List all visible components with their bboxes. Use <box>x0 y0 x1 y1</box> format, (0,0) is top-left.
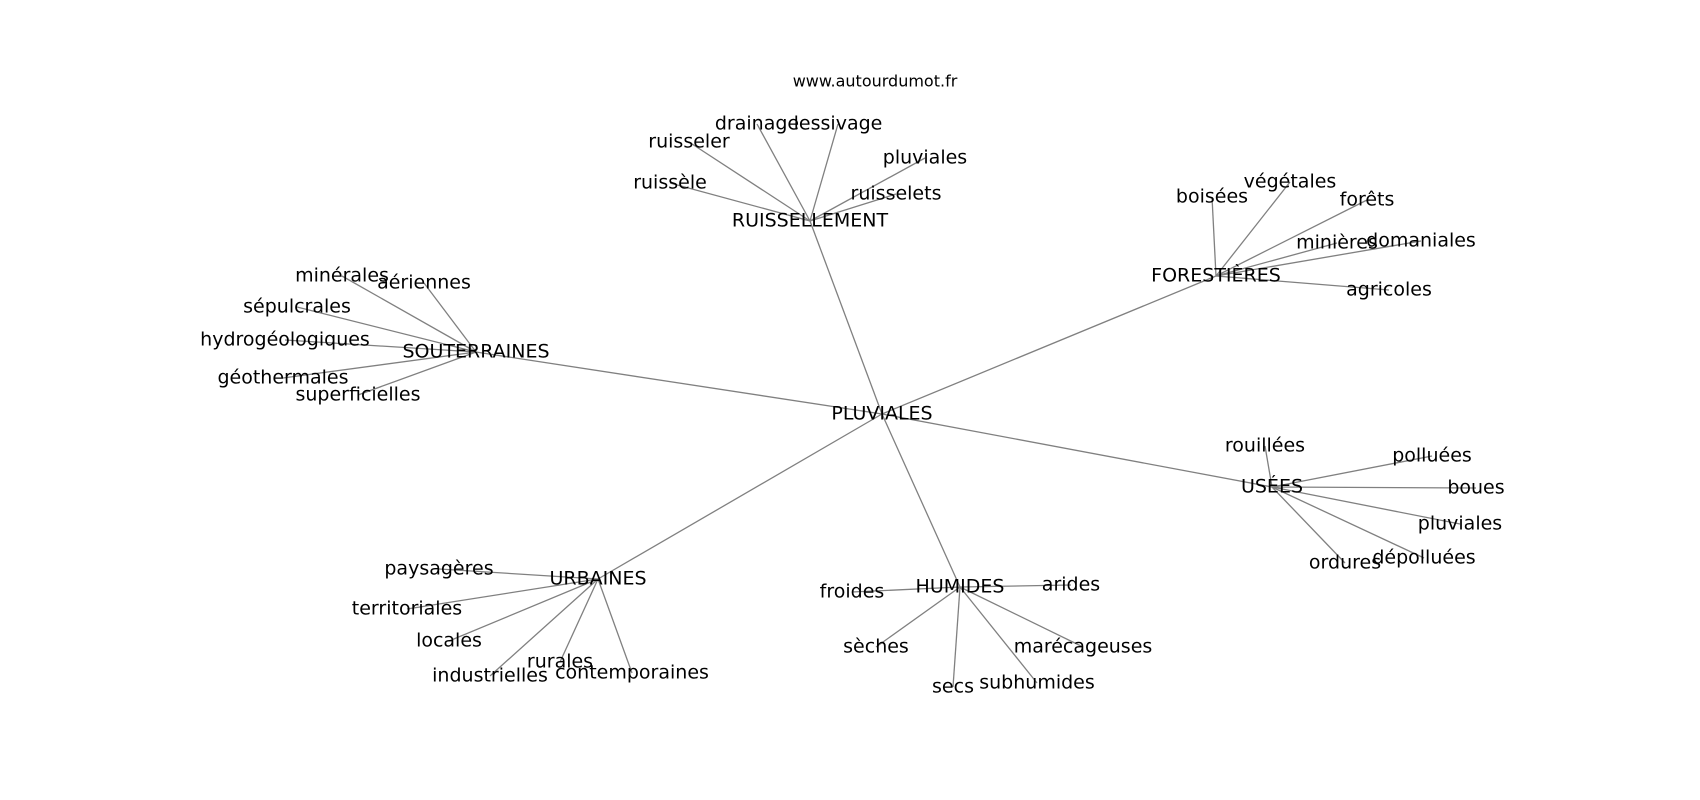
edge-hub-to-leaf <box>1215 275 1390 291</box>
leaf-node-label: superficielles <box>295 384 420 406</box>
edge-hub-to-leaf <box>1271 455 1433 488</box>
edge-hub-to-leaf <box>438 568 599 580</box>
leaf-node-label: ruisselets <box>851 183 942 205</box>
edge-hub-to-leaf <box>1215 242 1338 277</box>
edge-hub-to-leaf <box>357 351 477 396</box>
leaf-node-label: drainage <box>715 113 799 135</box>
leaf-node-label: géothermales <box>217 367 348 389</box>
leaf-node-label: paysagères <box>384 558 493 580</box>
leaf-node-label: aériennes <box>377 272 471 294</box>
leaf-node-label: arides <box>1042 574 1100 596</box>
edge-hub-to-leaf <box>296 306 477 353</box>
edge-hub-to-leaf <box>423 282 477 353</box>
edge-hub-to-leaf <box>875 586 961 648</box>
edge-hub-to-leaf <box>1271 486 1477 489</box>
edge-hub-to-leaf <box>756 123 811 222</box>
leaf-node-label: pluviales <box>1418 513 1502 535</box>
edge-center-to-hub <box>881 275 1217 415</box>
leaf-node-label: boisées <box>1176 186 1248 208</box>
edge-center-to-hub <box>881 413 1273 488</box>
leaf-node-label: lessivage <box>794 113 883 135</box>
edge-hub-to-leaf <box>597 578 633 674</box>
edge-center-to-hub <box>881 413 961 588</box>
edge-hub-to-leaf <box>1211 196 1217 277</box>
edge-hub-to-leaf <box>809 157 926 222</box>
leaf-node-label: contemporaines <box>555 662 709 684</box>
center-node-label: PLUVIALES <box>831 403 932 425</box>
edge-hub-to-leaf <box>406 578 599 610</box>
edge-center-to-hub <box>809 220 883 415</box>
edge-hub-to-leaf <box>1271 486 1425 559</box>
edge-hub-to-leaf <box>448 578 599 642</box>
edge-hub-to-leaf <box>959 586 1084 648</box>
edge-hub-to-leaf <box>809 123 839 222</box>
hub-node-label: RUISSELLEMENT <box>732 210 889 232</box>
leaf-node-label: végétales <box>1244 171 1337 193</box>
leaf-node-label: marécageuses <box>1014 636 1153 658</box>
edge-hub-to-leaf <box>959 586 1038 684</box>
leaf-node-label: secs <box>932 676 974 698</box>
edge-hub-to-leaf <box>851 586 961 593</box>
site-watermark: www.autourdumot.fr <box>793 72 958 91</box>
leaf-node-label: boues <box>1447 477 1504 499</box>
leaf-node-label: minières <box>1296 232 1378 254</box>
edge-hub-to-leaf <box>1271 486 1346 564</box>
edge-hub-to-leaf <box>559 578 599 663</box>
leaf-node-label: territoriales <box>352 598 462 620</box>
leaf-node-label: dépolluées <box>1372 547 1475 569</box>
leaf-node-label: subhumides <box>979 672 1095 694</box>
hub-node-label: URBAINES <box>549 568 646 590</box>
edge-hub-to-leaf <box>1264 445 1273 488</box>
leaf-node-label: domaniales <box>1366 230 1476 252</box>
leaf-node-label: sépulcrales <box>243 296 351 318</box>
edge-hub-to-leaf <box>1215 181 1291 277</box>
leaf-node-label: agricoles <box>1346 279 1432 301</box>
edge-hub-to-leaf <box>959 584 1072 588</box>
edge-hub-to-leaf <box>489 578 599 677</box>
leaf-node-label: ruissèle <box>633 172 707 194</box>
hub-node-label: USÉES <box>1241 475 1303 498</box>
edge-hub-to-leaf <box>688 141 811 222</box>
edge-hub-to-leaf <box>341 275 477 353</box>
leaf-node-label: minérales <box>295 265 389 287</box>
leaf-node-label: pluviales <box>883 147 967 169</box>
edge-hub-to-leaf <box>282 351 477 379</box>
hub-node-label: FORESTIÈRES <box>1151 264 1281 287</box>
leaf-node-label: ordures <box>1309 552 1381 574</box>
leaf-node-label: sèches <box>843 636 909 658</box>
leaf-node-label: rouillées <box>1225 435 1305 457</box>
leaf-node-label: hydrogéologiques <box>200 329 370 351</box>
hub-node-label: SOUTERRAINES <box>402 341 549 363</box>
edge-hub-to-leaf <box>669 182 811 222</box>
leaf-node-label: locales <box>416 630 482 652</box>
edge-hub-to-leaf <box>1215 240 1422 277</box>
hub-node-label: HUMIDES <box>916 576 1005 598</box>
edge-center-to-hub <box>475 351 883 415</box>
edge-hub-to-leaf <box>284 339 477 353</box>
edge-hub-to-leaf <box>952 586 961 688</box>
leaf-node-label: rurales <box>527 651 593 673</box>
graph-edges <box>282 123 1477 688</box>
leaf-node-label: forêts <box>1340 189 1395 211</box>
leaf-node-label: ruisseler <box>648 131 730 153</box>
leaf-node-label: polluées <box>1392 445 1472 467</box>
edge-hub-to-leaf <box>1271 486 1461 525</box>
edge-hub-to-leaf <box>809 193 897 222</box>
edge-center-to-hub <box>597 413 883 580</box>
leaf-node-label: industrielles <box>432 665 548 687</box>
leaf-node-label: froides <box>820 581 885 603</box>
edge-hub-to-leaf <box>1215 199 1368 277</box>
graph-labels: www.autourdumot.fr PLUVIALES RUISSELLEME… <box>200 72 1505 698</box>
